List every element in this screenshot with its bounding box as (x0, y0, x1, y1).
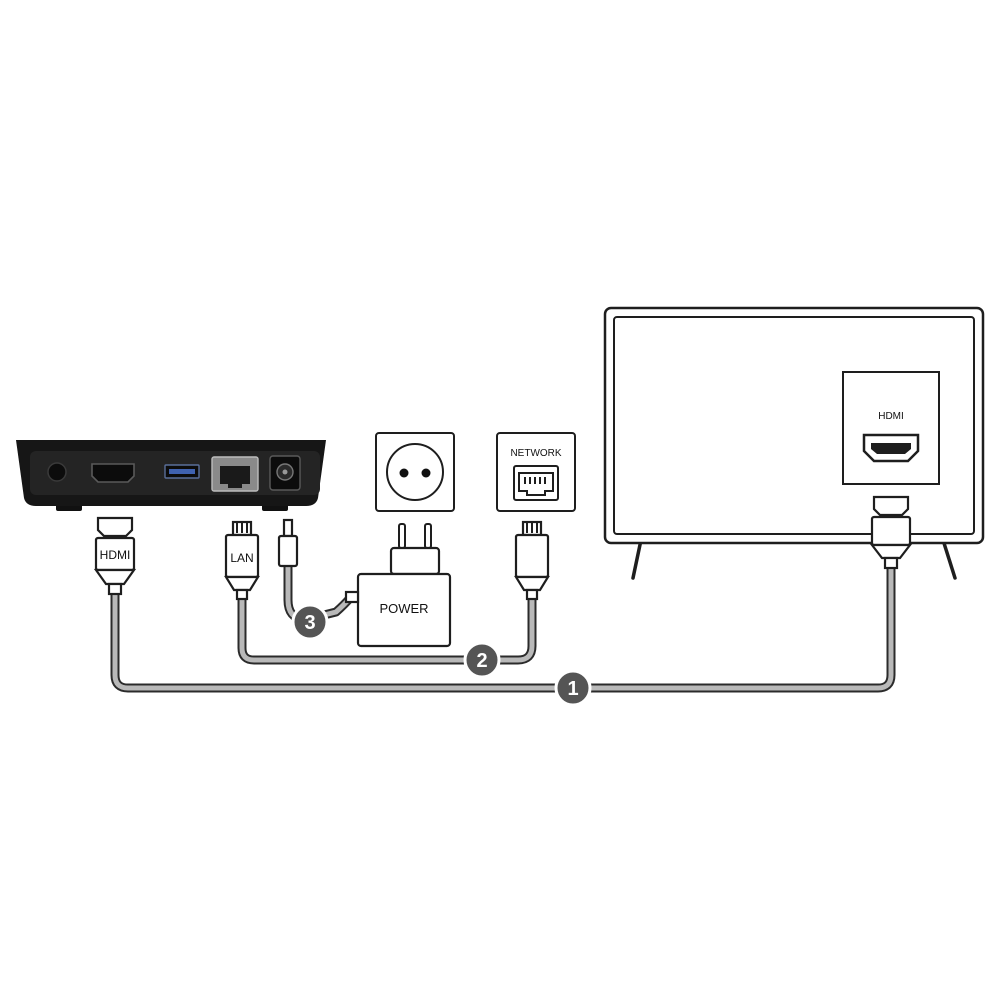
reset-button (47, 462, 67, 482)
power-adapter-label: POWER (379, 601, 428, 616)
hdmi-plug-tv-strain (883, 556, 899, 570)
hdmi-plug-strain (107, 582, 123, 596)
lan-plug-label: LAN (230, 551, 253, 565)
dc-plug (277, 518, 299, 568)
hdmi-plug: HDMI (93, 516, 137, 596)
cable-lan (237, 593, 537, 665)
tv-leg-right (941, 538, 957, 580)
wall-power-socket (375, 432, 455, 512)
lan-plug-box-strain (235, 588, 249, 601)
adapter-plug-head (389, 546, 441, 576)
lan-port-socket (220, 466, 250, 488)
cable-hdmi (110, 561, 896, 693)
tv-hdmi-panel (842, 371, 940, 485)
hdmi-plug-tv (869, 495, 913, 570)
hdmi-plug-label: HDMI (100, 548, 131, 562)
network-port-pins (524, 477, 546, 484)
power-jack-pin (282, 469, 288, 475)
lan-plug-net-collar (514, 575, 550, 592)
step-badge-2: 2 (463, 641, 501, 679)
step-number-3: 3 (304, 612, 315, 634)
lan-plug-box-collar (224, 575, 260, 592)
dc-plug-tip (282, 518, 294, 538)
usb-port-insert (169, 469, 195, 474)
lan-plug-net-body (514, 533, 550, 579)
box-hdmi-port (91, 463, 135, 483)
tv-leg-left (631, 538, 643, 580)
adapter-pin-right (424, 523, 432, 549)
lan-plug-box-pins (236, 522, 248, 533)
step-badge-3: 3 (291, 603, 329, 641)
hdmi-plug-tip (96, 516, 134, 538)
adapter-cord-outlet (344, 590, 360, 604)
lan-plug-net-pins (526, 522, 538, 533)
power-socket-hole-right (421, 468, 431, 478)
lan-plug-network (514, 520, 550, 601)
hdmi-plug-tv-collar (869, 543, 913, 560)
power-adapter: POWER (344, 523, 452, 648)
step-badge-1: 1 (554, 669, 592, 707)
step-number-1: 1 (567, 678, 578, 700)
lan-plug-box: LAN (224, 520, 260, 601)
hdmi-plug-collar (93, 568, 137, 586)
tv-hdmi-port-inner (871, 443, 911, 454)
power-socket-face (386, 443, 444, 501)
power-socket-hole-left (399, 468, 409, 478)
hdmi-plug-tv-tip (872, 495, 910, 517)
hdmi-plug-tv-body (870, 515, 912, 547)
step-number-2: 2 (476, 650, 487, 672)
tv-hdmi-label: HDMI (878, 411, 904, 422)
network-wall-socket: NETWORK (496, 432, 576, 512)
adapter-pin-left (398, 523, 406, 549)
lan-plug-net-strain (525, 588, 539, 601)
adapter-body (356, 572, 452, 648)
dc-plug-body (277, 534, 299, 568)
network-socket-label: NETWORK (510, 448, 561, 459)
television: HDMI (603, 306, 985, 580)
set-top-box (16, 440, 326, 511)
